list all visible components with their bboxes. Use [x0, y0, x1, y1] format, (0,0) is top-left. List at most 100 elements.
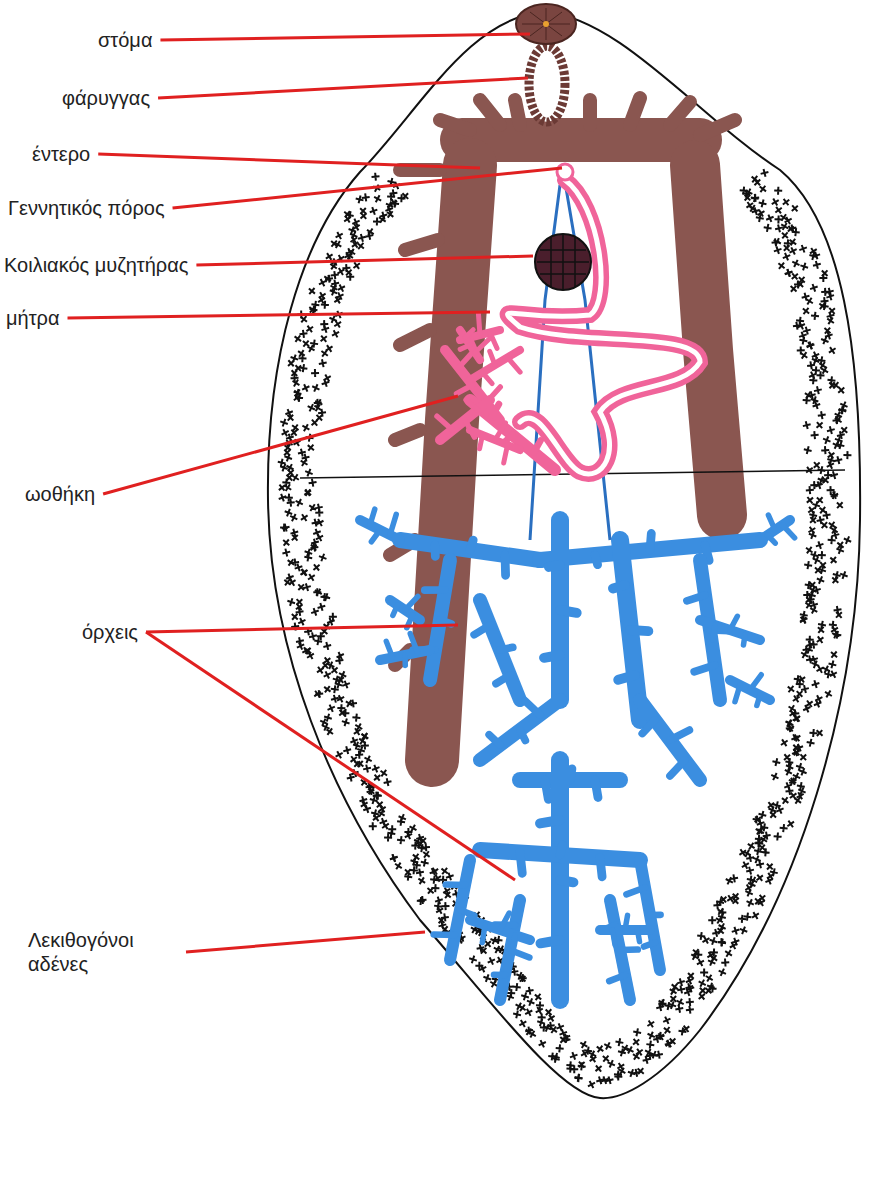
gland-mark: [326, 345, 333, 352]
gland-mark: [700, 988, 706, 994]
gland-mark: [308, 445, 314, 451]
testes: [360, 509, 795, 1000]
gland-mark: [745, 195, 751, 201]
gland-mark: [800, 263, 808, 271]
gland-mark: [643, 1056, 651, 1064]
gland-mark: [313, 564, 319, 570]
gland-mark: [796, 680, 804, 688]
branch: [600, 858, 602, 877]
gland-mark: [800, 754, 806, 760]
gland-mark: [733, 898, 739, 904]
gland-mark: [710, 937, 718, 945]
gland-mark: [772, 758, 780, 766]
gland-mark: [329, 613, 337, 621]
branch: [480, 700, 560, 760]
gland-mark: [810, 641, 818, 649]
gland-mark: [686, 1006, 694, 1014]
gland-mark: [357, 746, 365, 754]
gland-mark: [423, 851, 429, 857]
gland-mark: [284, 579, 290, 585]
gland-mark: [323, 642, 331, 650]
gland-mark: [441, 868, 447, 874]
gland-mark: [286, 475, 292, 481]
part-label: Κοιλιακός μυζητήρας: [4, 253, 188, 277]
gland-mark: [837, 502, 843, 508]
gland-mark: [805, 602, 812, 609]
gland-mark: [377, 802, 383, 808]
gland-mark: [399, 814, 406, 821]
gland-mark: [813, 556, 820, 563]
gland-mark: [833, 442, 840, 449]
leader-line: [146, 625, 458, 632]
gland-mark: [843, 451, 851, 459]
gland-mark: [755, 898, 761, 904]
gland-mark: [806, 298, 813, 305]
gland-mark: [581, 1050, 588, 1057]
branch: [410, 634, 417, 653]
leader-line: [196, 256, 533, 265]
branch: [560, 880, 573, 882]
gland-mark: [342, 264, 350, 272]
gland-mark: [314, 691, 320, 697]
gland-mark: [311, 369, 319, 377]
genital-pore: [557, 164, 573, 180]
gland-mark: [829, 522, 836, 529]
gland-mark: [309, 632, 317, 640]
gland-mark: [283, 540, 289, 546]
gland-mark: [391, 200, 399, 208]
gland-mark: [656, 1003, 664, 1011]
gland-mark: [546, 1009, 552, 1015]
gland-mark: [362, 733, 368, 739]
gland-mark: [574, 1074, 582, 1082]
gland-mark: [792, 228, 800, 236]
gland-mark: [829, 347, 836, 354]
gland-mark: [807, 342, 814, 349]
gland-mark: [328, 705, 335, 712]
branch: [783, 525, 795, 538]
gland-mark: [314, 399, 322, 407]
gland-mark: [434, 875, 441, 882]
branch: [743, 635, 745, 645]
gland-mark: [318, 409, 326, 417]
gland-mark: [348, 249, 355, 256]
gland-mark: [299, 364, 307, 372]
gland-mark: [494, 946, 501, 953]
gland-mark: [516, 1003, 523, 1010]
gland-mark: [539, 1040, 546, 1047]
gland-mark: [614, 1073, 622, 1081]
gland-mark: [789, 778, 796, 785]
gland-mark: [310, 340, 318, 348]
gland-mark: [767, 864, 773, 870]
gland-mark: [311, 608, 319, 616]
gland-mark: [760, 836, 767, 843]
gland-mark: [813, 261, 821, 269]
leader-line: [68, 312, 491, 318]
branch: [437, 416, 453, 430]
gland-mark: [372, 765, 379, 772]
branch: [520, 853, 522, 874]
branch: [613, 930, 616, 945]
gland-mark: [705, 987, 711, 993]
gland-mark: [686, 998, 694, 1006]
gland-mark: [774, 833, 782, 841]
gland-mark: [792, 749, 799, 756]
gland-mark: [806, 486, 814, 494]
branch: [459, 353, 472, 367]
gland-mark: [759, 845, 765, 851]
gland-mark: [313, 529, 321, 537]
gland-mark: [702, 937, 709, 944]
branch: [489, 735, 500, 745]
gland-mark: [286, 464, 293, 471]
gland-mark: [418, 877, 425, 884]
gland-mark: [745, 889, 752, 896]
gland-mark: [804, 446, 812, 454]
gland-mark: [324, 714, 332, 722]
branch: [371, 530, 380, 542]
leader-line: [103, 396, 458, 494]
body-outline: [268, 12, 860, 1098]
gland-mark: [477, 944, 485, 952]
gland-mark: [302, 647, 309, 654]
gland-mark: [825, 691, 832, 698]
branch: [650, 534, 651, 550]
branch: [618, 675, 635, 680]
